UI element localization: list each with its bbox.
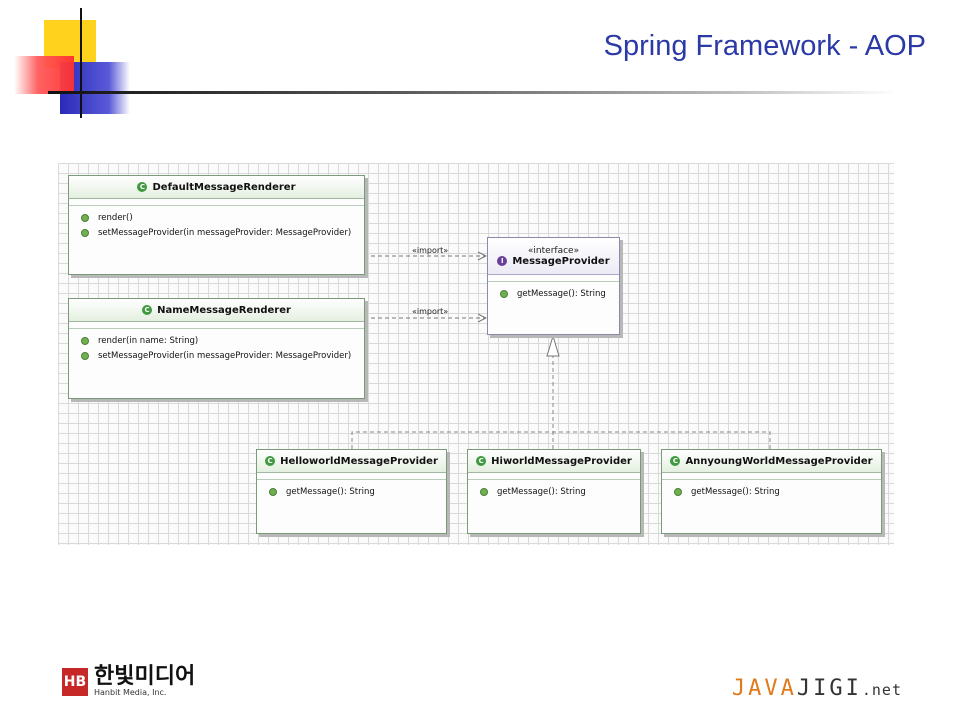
class-hiworld-message-provider[interactable]: C HiworldMessageProvider getMessage(): St…: [467, 449, 641, 534]
public-method-icon: [480, 487, 488, 496]
attributes-compartment: [662, 473, 881, 480]
interface-name: MessageProvider: [512, 255, 610, 267]
hanbit-korean-name: 한빛미디어: [94, 664, 196, 689]
class-name: AnnyoungWorldMessageProvider: [685, 455, 873, 467]
title-underline: [48, 91, 898, 94]
class-name: DefaultMessageRenderer: [152, 181, 296, 193]
public-method-icon: [81, 213, 89, 222]
public-method-icon: [81, 351, 89, 360]
class-icon: C: [476, 456, 487, 466]
class-annyoung-world-message-provider[interactable]: C AnnyoungWorldMessageProvider getMessage…: [661, 449, 882, 534]
import-label-1: «import»: [412, 246, 449, 255]
method-item: getMessage(): String: [500, 286, 619, 301]
attributes-compartment: [488, 275, 619, 282]
realization-bus: [351, 431, 771, 449]
attributes-compartment: [468, 473, 640, 480]
hanbit-english-name: Hanbit Media, Inc.: [94, 688, 167, 697]
method-item: render(): [81, 210, 364, 225]
corner-vertical-line: [80, 8, 82, 118]
slide-title: Spring Framework - AOP: [603, 30, 926, 62]
method-item: setMessageProvider(in messageProvider: M…: [81, 225, 364, 240]
class-name: NameMessageRenderer: [157, 304, 291, 316]
interface-message-provider[interactable]: «interface» I MessageProvider getMessage(…: [487, 237, 620, 335]
class-name-message-renderer[interactable]: C NameMessageRenderer render(in name: Str…: [68, 298, 365, 399]
public-method-icon: [674, 487, 682, 496]
public-method-icon: [500, 289, 508, 298]
public-method-icon: [269, 487, 277, 496]
hanbit-media-logo: HB 한빛미디어 Hanbit Media, Inc.: [62, 666, 195, 697]
public-method-icon: [81, 336, 89, 345]
corner-red-square: [14, 56, 74, 94]
method-item: render(in name: String): [81, 333, 364, 348]
hanbit-mark: HB: [62, 667, 88, 696]
method-item: getMessage(): String: [480, 484, 640, 499]
attributes-compartment: [69, 322, 364, 329]
class-helloworld-message-provider[interactable]: C HelloworldMessageProvider getMessage():…: [256, 449, 447, 534]
method-item: setMessageProvider(in messageProvider: M…: [81, 348, 364, 363]
javajigi-logo: JAVAJIGI.net: [731, 676, 902, 701]
interface-stereotype: «interface»: [527, 245, 580, 256]
interface-icon: I: [497, 256, 508, 266]
attributes-compartment: [257, 473, 446, 480]
public-method-icon: [81, 228, 89, 237]
class-icon: C: [265, 456, 276, 466]
attributes-compartment: [69, 199, 364, 206]
import-label-2: «import»: [412, 307, 449, 316]
class-icon: C: [142, 305, 153, 315]
realization-arrowhead: [546, 334, 560, 357]
class-name: HiworldMessageProvider: [491, 455, 632, 467]
class-icon: C: [137, 182, 148, 192]
method-item: getMessage(): String: [269, 484, 446, 499]
class-icon: C: [670, 456, 681, 466]
class-name: HelloworldMessageProvider: [280, 455, 438, 467]
class-default-message-renderer[interactable]: C DefaultMessageRenderer render() setMess…: [68, 175, 365, 275]
method-item: getMessage(): String: [674, 484, 881, 499]
